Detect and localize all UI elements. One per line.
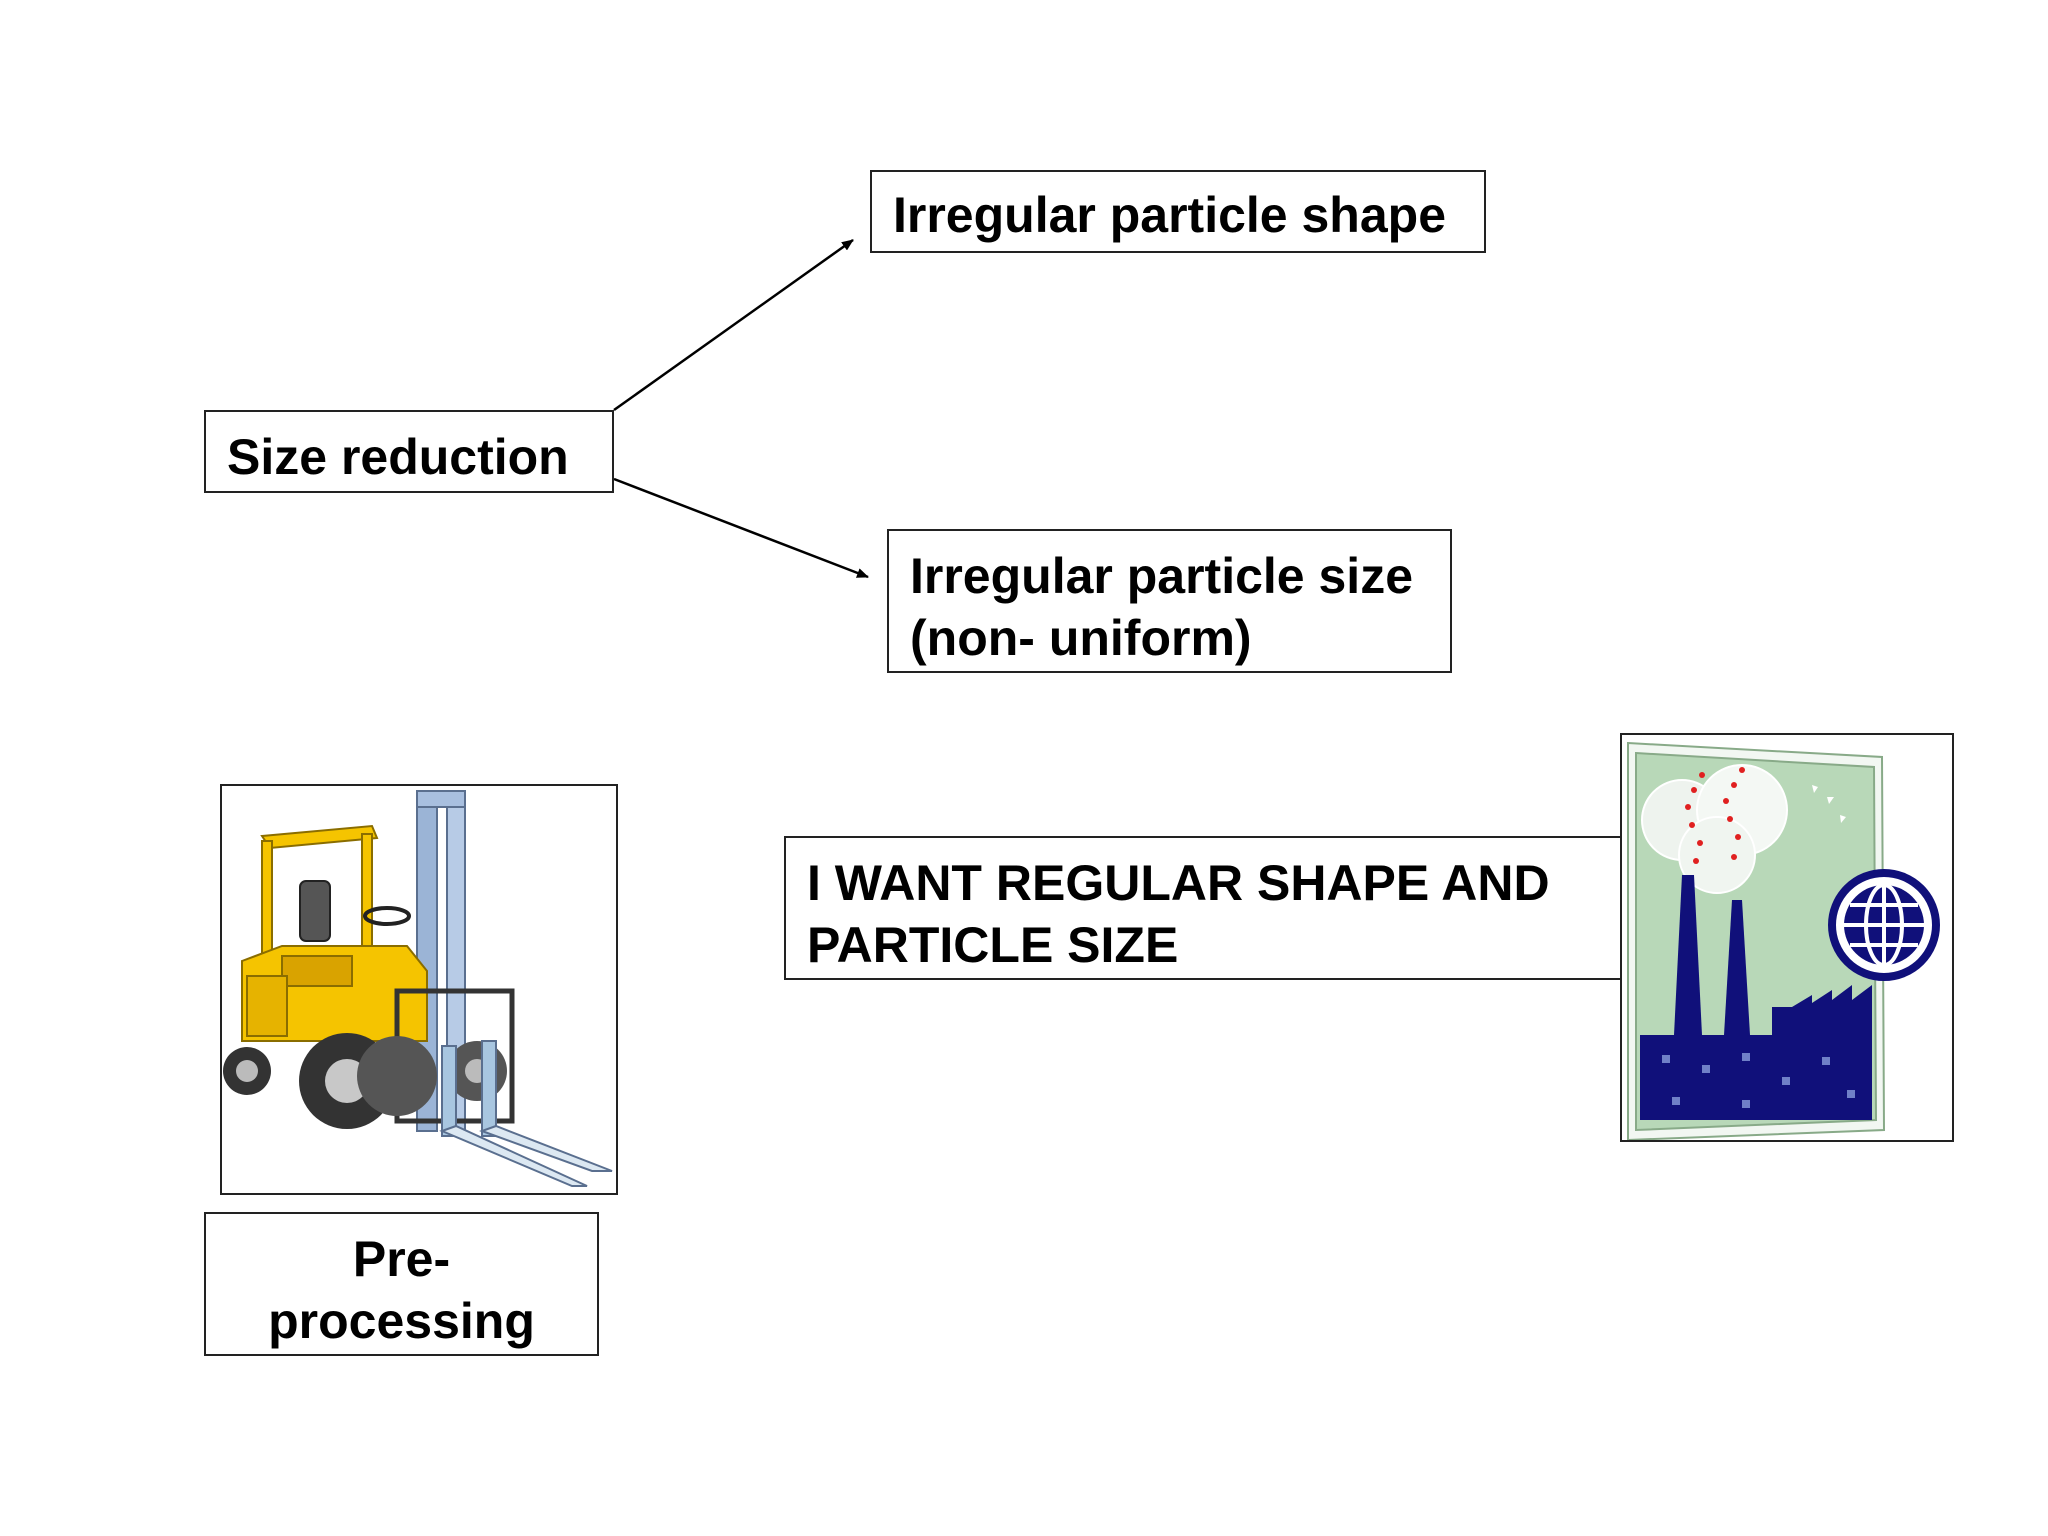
preprocessing-label-line2: processing — [268, 1293, 535, 1349]
irregular-shape-label: Irregular particle shape — [893, 187, 1447, 243]
arrow-to-size — [613, 477, 869, 579]
forklift-icon — [223, 790, 613, 1187]
size-reduction-label: Size reduction — [227, 429, 569, 485]
goal-statement-line1: I WANT REGULAR SHAPE AND — [807, 855, 1550, 911]
irregular-shape-box: Irregular particle shape — [870, 170, 1486, 253]
goal-statement-box: I WANT REGULAR SHAPE AND PARTICLE SIZE — [784, 836, 1624, 980]
irregular-size-label-line1: Irregular particle size — [910, 548, 1414, 604]
preprocessing-label-line1: Pre- — [352, 1231, 451, 1287]
forklift-image — [220, 784, 618, 1195]
factory-globe-icon — [1627, 741, 1940, 1140]
preprocessing-box: Pre- processing — [204, 1212, 599, 1356]
size-reduction-box: Size reduction — [204, 410, 614, 493]
arrow-to-shape — [613, 238, 854, 412]
goal-statement-line2: PARTICLE SIZE — [807, 917, 1179, 973]
factory-image — [1620, 733, 1954, 1142]
irregular-size-label-line2: (non- uniform) — [910, 610, 1252, 666]
irregular-size-box: Irregular particle size (non- uniform) — [887, 529, 1452, 673]
